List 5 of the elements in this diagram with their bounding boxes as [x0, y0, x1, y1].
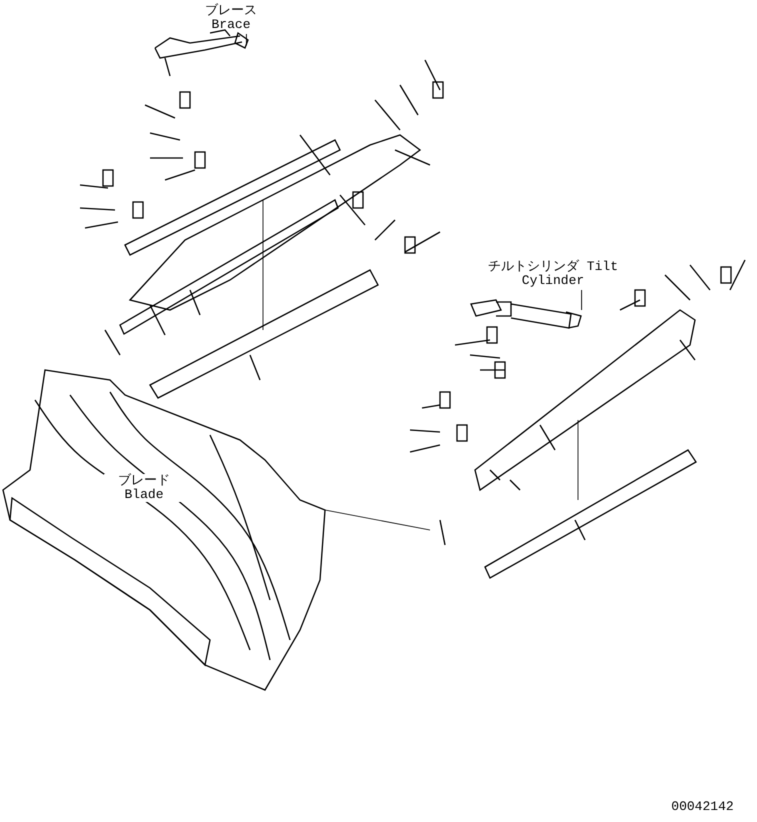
part-label: チルトシリンダ Tilt Cylinder — [488, 260, 618, 288]
leader-line — [246, 34, 247, 46]
leader-line — [581, 290, 582, 310]
part-label: ブレード Blade — [104, 474, 184, 502]
part-label: ブレース Brace — [204, 4, 258, 32]
